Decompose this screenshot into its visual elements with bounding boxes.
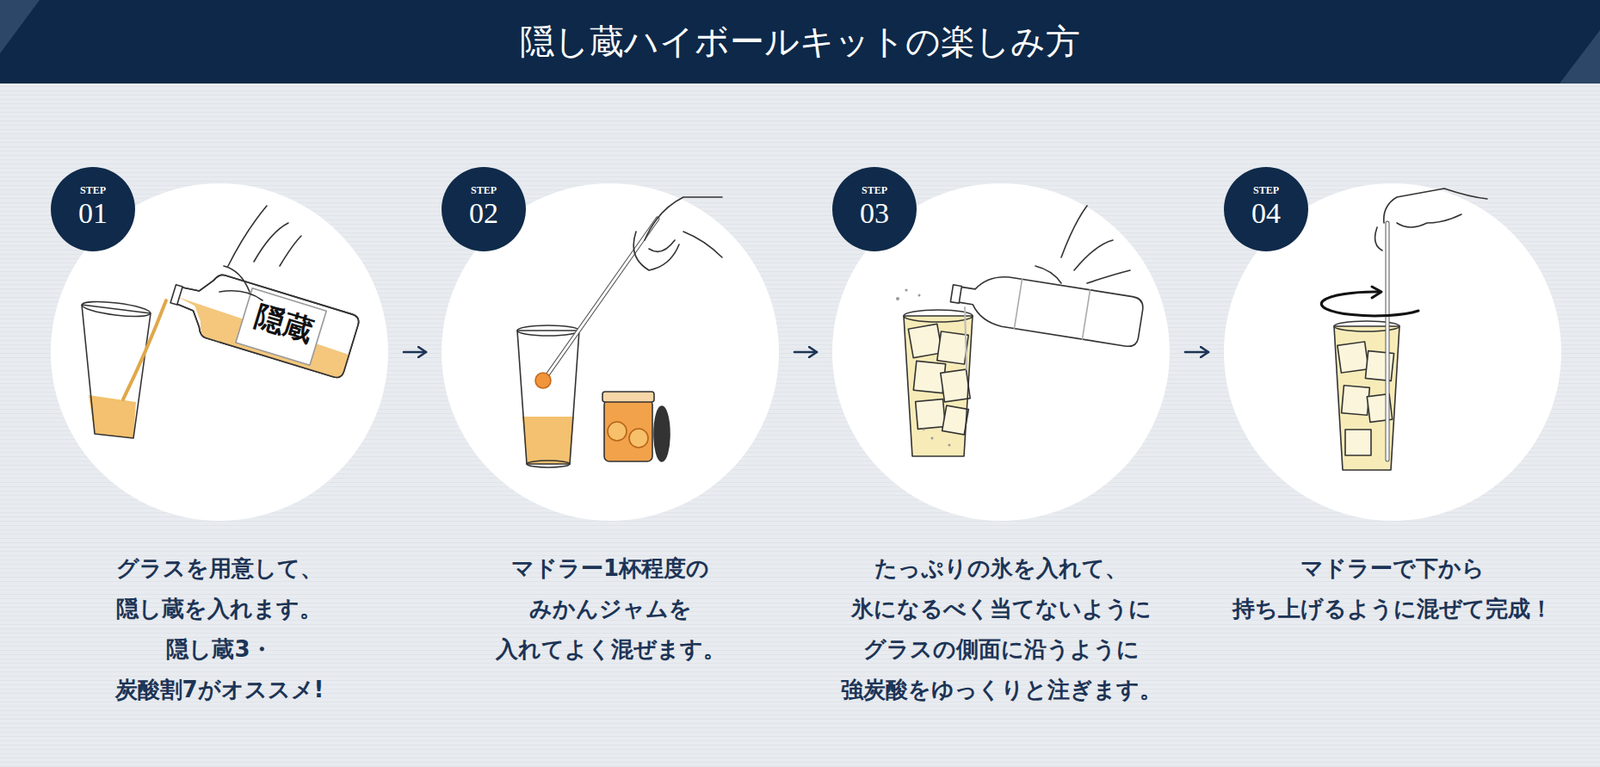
step-description: たっぷりの氷を入れて、 氷になるべく当てないように グラスの側面に沿うように 強… (840, 548, 1162, 711)
step-word: STEP (832, 184, 917, 197)
step-description: マドラー1杯程度の みかんジャムを 入れてよく混ぜます。 (495, 548, 726, 670)
step-arrow (794, 351, 817, 354)
step-number: 03 (832, 197, 917, 229)
header-corner (1559, 30, 1600, 84)
step-description: グラスを用意して、 隠し蔵を入れます。 隠し蔵3・炭酸割7がオススメ! (115, 548, 325, 711)
step-number: 02 (441, 197, 526, 229)
step-word: STEP (50, 184, 136, 197)
header-band (0, 0, 1600, 84)
badge-fill (441, 166, 526, 252)
step-word: STEP (1223, 184, 1309, 197)
page-title: 隠し蔵ハイボールキットの楽しみ方 (0, 0, 1600, 84)
step-word: STEP (441, 184, 526, 197)
step-circle: たっぷりの氷を入れて、 氷になるべく当てないように グラスの側面に沿うように 強… (832, 183, 1170, 521)
step-arrow (403, 351, 427, 354)
step-number: 04 (1223, 197, 1309, 229)
pour-illustration (80, 205, 360, 439)
jam-illustration (517, 197, 723, 468)
badge-fill (50, 166, 136, 252)
step-badge: STEP02 (441, 166, 526, 252)
badge-fill (832, 166, 917, 252)
badge-fill (1223, 166, 1309, 252)
soda-illustration (895, 205, 1145, 457)
step-arrow (1185, 351, 1209, 354)
step-badge: STEP01 (50, 166, 136, 252)
stir-illustration (1321, 188, 1488, 470)
step-description: マドラーで下から 持ち上げるように混ぜて完成！ (1232, 548, 1553, 630)
step-badge: STEP04 (1223, 166, 1309, 252)
step-number: 01 (50, 197, 136, 229)
header-corner (0, 0, 40, 54)
step-badge: STEP03 (832, 166, 917, 252)
step-circle: マドラー1杯程度の みかんジャムを 入れてよく混ぜます。STEP02 (441, 183, 779, 521)
